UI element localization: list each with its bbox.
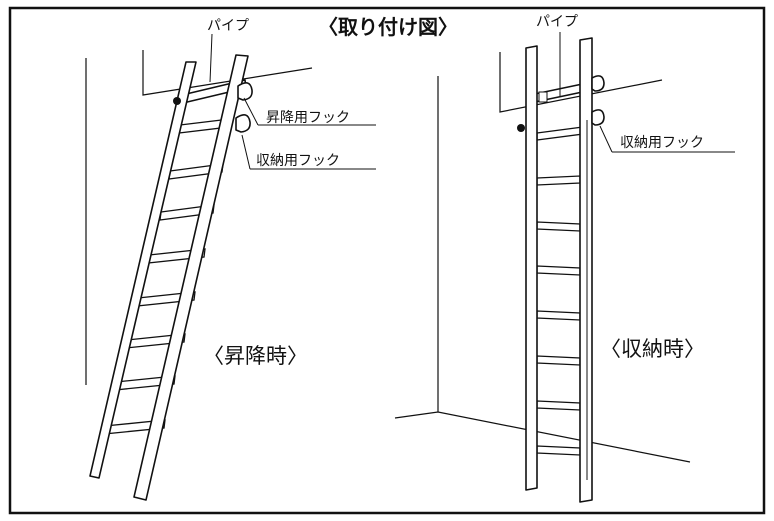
right-ceiling-line [499, 52, 663, 113]
rung [536, 310, 581, 321]
right-hook-store-label: 収納用フック [620, 135, 704, 151]
left-hook-store-arrow [241, 134, 251, 170]
figure-frame [8, 6, 766, 515]
left-caption: 〈昇降時〉 [203, 344, 308, 368]
right-rail-bolt [517, 124, 525, 132]
left-rail-bolt [173, 97, 181, 105]
right-floor-line [394, 411, 691, 463]
left-hook-store [235, 114, 251, 133]
rung [536, 265, 581, 276]
left-hook-store-label: 収納用フック [256, 153, 340, 169]
rung [536, 355, 581, 366]
rung [536, 445, 581, 456]
rung [536, 175, 581, 186]
right-caption: 〈収納時〉 [600, 337, 705, 361]
right-hook-upper [591, 75, 605, 92]
right-hook-store-arrow [599, 125, 613, 153]
right-rail-right [579, 37, 593, 503]
right-pipe-label: パイプ [536, 14, 578, 30]
left-rail-back [89, 61, 197, 479]
left-hook-lift-label: 昇降用フック [266, 110, 350, 126]
rung [536, 126, 584, 141]
left-pipe-leader [209, 33, 213, 83]
right-rungs [536, 126, 584, 456]
left-hook-lift [237, 82, 253, 101]
right-scene: パイプ 収納用フック 〈収納時〉 [394, 14, 735, 503]
left-hook-lift-arrow [243, 97, 259, 126]
figure-title: 〈取り付け図〉 [318, 15, 458, 39]
left-ceiling-line [142, 50, 313, 96]
right-hook-store [591, 109, 605, 126]
right-wall-bracket [538, 91, 548, 103]
right-rail-left [525, 45, 538, 491]
rung [536, 221, 581, 232]
left-pipe-label: パイプ [207, 18, 249, 34]
left-scene: パイプ 昇降用フック 収納用フック 〈昇降時〉 [85, 18, 376, 501]
rung [536, 400, 581, 411]
left-rail-front [133, 54, 249, 501]
